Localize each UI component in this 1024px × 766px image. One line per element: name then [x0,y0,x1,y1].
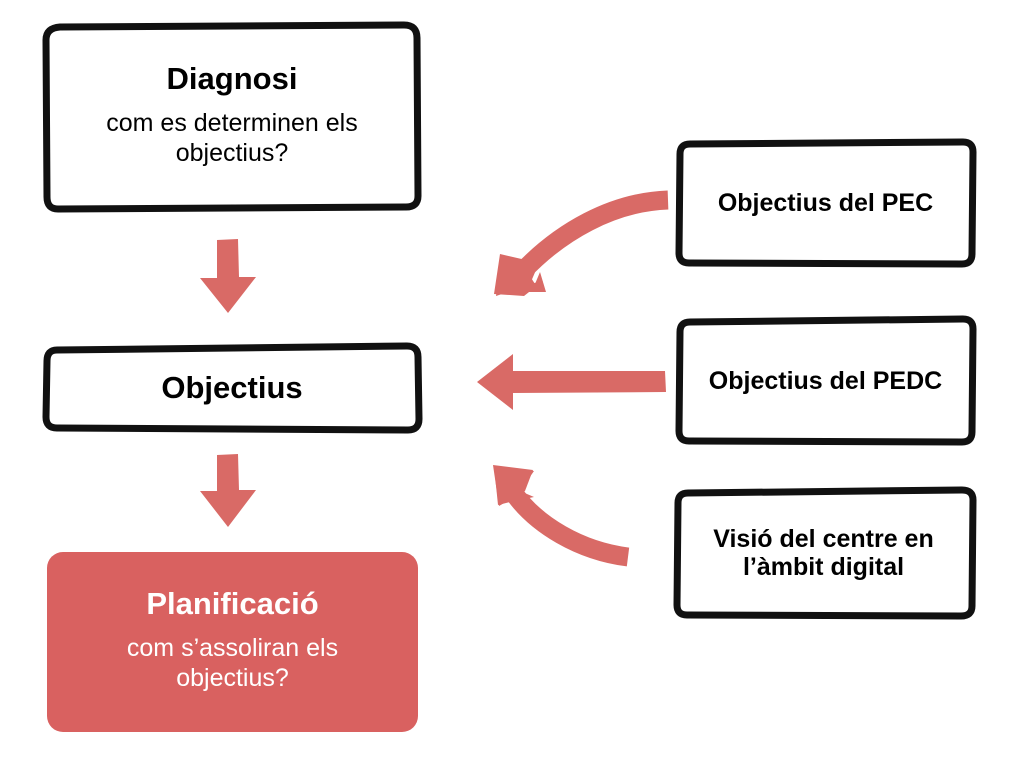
node-objectius[interactable]: Objectius [46,346,418,430]
node-planificacio-title: Planificació [146,585,319,621]
node-objectius-pec[interactable]: Objectius del PEC [679,142,972,264]
node-diagnosi-title: Diagnosi [166,60,298,96]
node-visio-centre[interactable]: Visió del centre en l’àmbit digital [675,490,972,616]
node-diagnosi-subtitle: com es determinen els objectius? [106,109,358,168]
node-planificacio-subtitle: com s’assoliran els objectius? [126,634,339,693]
node-planificacio[interactable]: Planificació com s’assoliran els objecti… [47,552,418,732]
arrow-pec-to-objectius [494,190,669,296]
node-objectius-pedc[interactable]: Objectius del PEDC [679,320,972,442]
node-objectius-title: Objectius [161,369,303,405]
node-objectius-pec-title: Objectius del PEC [717,189,934,217]
node-diagnosi[interactable]: Diagnosi com es determinen els objectius… [46,26,418,208]
arrow-pedc-to-objectius [477,354,666,410]
node-visio-centre-title: Visió del centre en l’àmbit digital [713,525,934,581]
arrow-visio-to-objectius [493,465,630,567]
node-objectius-pedc-title: Objectius del PEDC [708,367,943,395]
arrow-objectius-to-planificacio [200,454,256,527]
arrow-diagnosi-to-objectius [200,239,256,313]
